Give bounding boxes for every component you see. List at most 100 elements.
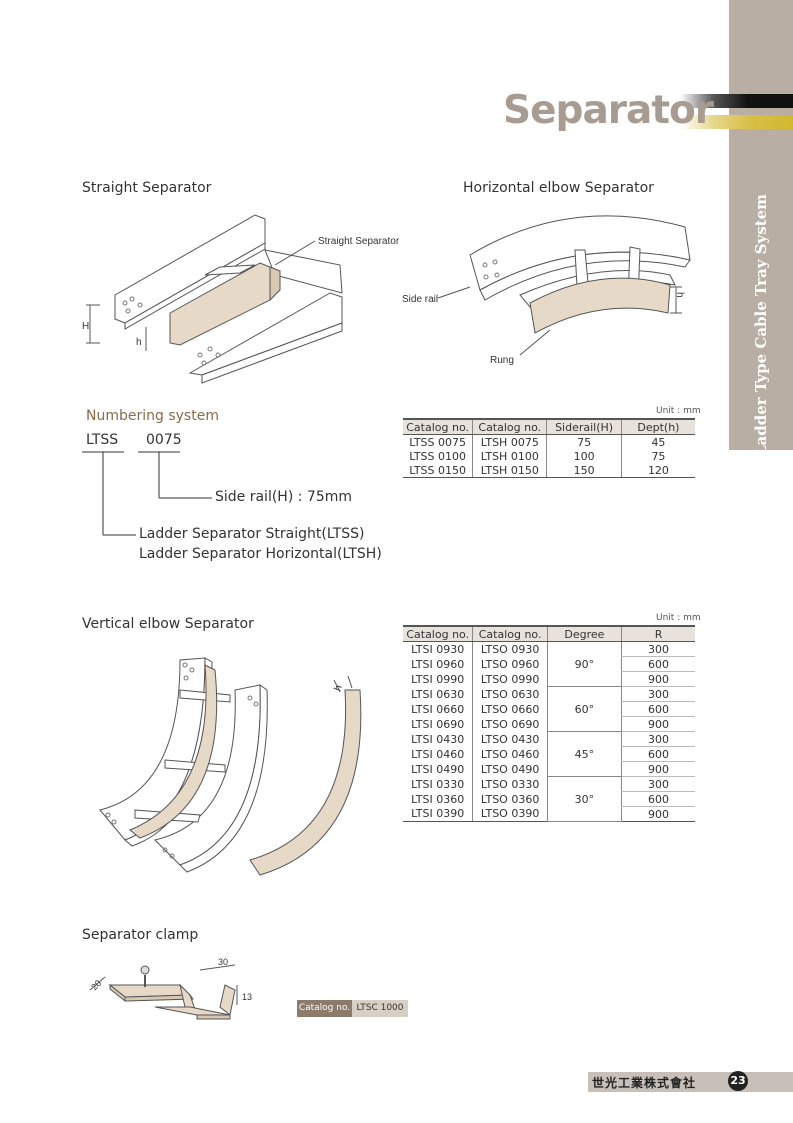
table-cell: 45: [620, 434, 695, 449]
vertical-elbow-drawing: h: [99, 657, 362, 876]
header-bar-black: [680, 94, 793, 108]
section-title-straight: Straight Separator: [82, 180, 212, 196]
table-row: LTSI 0960 LTSO 0960 600: [403, 656, 695, 672]
page-number: 23: [728, 1071, 748, 1091]
table-row: LTSI 0990 LTSO 0990 900: [403, 671, 695, 687]
clamp-catalog-value: LTSC 1000: [352, 1000, 408, 1017]
straight-separator-callout: Straight Separator: [318, 236, 400, 247]
table-row: LTSI 0660 LTSO 0660 600: [403, 701, 695, 717]
section-title-horizontal: Horizontal elbow Separator: [463, 180, 654, 196]
table-cell: LTSI 0430: [411, 732, 465, 746]
dim-h-vertical: h: [332, 684, 344, 693]
table-cell: 150: [546, 463, 622, 478]
table-cell: LTSO 0330: [472, 776, 548, 792]
table-cell: LTSI 0360: [411, 792, 465, 806]
table-cell: LTSO 0430: [472, 731, 548, 747]
side-band: [729, 0, 793, 450]
table-cell: 900: [621, 671, 695, 687]
clamp-catalog-box: Catalog no. LTSC 1000: [297, 1000, 408, 1017]
numbering-line2: Ladder Separator Horizontal(LTSH): [139, 546, 382, 562]
numbering-side-rail: Side rail(H) : 75mm: [215, 489, 352, 505]
table-cell: LTSI 0990: [411, 672, 465, 686]
numbering-line1: Ladder Separator Straight(LTSS): [139, 526, 365, 542]
table2: Catalog no. Catalog no. Degree R LTSI 09…: [403, 625, 695, 822]
section-title-clamp: Separator clamp: [82, 927, 199, 943]
table2-unit: Unit : mm: [656, 613, 701, 623]
table-cell: LTSI 0490: [411, 762, 465, 776]
table-cell: 600: [621, 701, 695, 717]
table-cell: LTSI 0460: [411, 747, 465, 761]
table-cell: 600: [621, 746, 695, 762]
table-cell: LTSS 0075: [409, 435, 466, 449]
table1-unit: Unit : mm: [656, 406, 701, 416]
table-cell: LTSI 0660: [411, 702, 465, 716]
section-title-vertical: Vertical elbow Separator: [82, 616, 254, 632]
degree-cell: 45°: [546, 731, 622, 777]
table-cell: 900: [621, 806, 695, 822]
table-cell: LTSI 0330: [411, 777, 465, 791]
footer-company: 世光工業株式會社: [592, 1076, 697, 1090]
numbering-connector-lines: [82, 451, 212, 536]
table-row: LTSI 0490 LTSO 0490 900: [403, 761, 695, 777]
table-cell: 75: [546, 434, 622, 449]
table2-header: Catalog no.: [472, 625, 548, 642]
table-cell: LTSO 0990: [472, 671, 548, 687]
table-cell: LTSO 0460: [472, 746, 548, 762]
table1-header: Catalog no.: [472, 418, 547, 435]
straight-separator-drawing: H h Straight Separator: [82, 214, 400, 384]
table-cell: LTSO 0960: [472, 656, 548, 672]
degree-cell: 90°: [546, 641, 622, 687]
table-cell: 600: [621, 656, 695, 672]
bolt-icon: [140, 965, 150, 975]
table2-header: R: [621, 625, 695, 642]
code-number: 0075: [146, 432, 182, 448]
table-cell: LTSH 0150: [472, 463, 547, 478]
table1-header: Siderail(H): [546, 418, 622, 435]
table-cell: LTSS 0150: [403, 463, 473, 478]
table-cell: LTSO 0390: [472, 806, 548, 822]
table-row: LTSI 0690 LTSO 0690 900: [403, 716, 695, 732]
table-cell: 900: [621, 761, 695, 777]
header-bar-yellow: [680, 115, 793, 129]
table-cell: LTSS 0100: [409, 449, 466, 463]
table-cell: LTSI 0690: [411, 717, 465, 731]
table-cell: LTSO 0360: [472, 791, 548, 807]
clamp-drawing: 30 20 13: [89, 957, 252, 1020]
table-cell: LTSO 0930: [472, 641, 548, 657]
table1-header: Dept(h): [620, 418, 695, 435]
table-cell: 120: [620, 463, 695, 478]
degree-cell: 30°: [546, 776, 622, 822]
table-cell: 300: [621, 641, 695, 657]
table-cell: LTSI 0390: [403, 806, 473, 822]
table-cell: 600: [621, 791, 695, 807]
table-cell: LTSO 0690: [472, 716, 548, 732]
table-cell: LTSI 0630: [411, 687, 465, 701]
dim-H: H: [82, 321, 89, 332]
dim-h: h: [136, 337, 142, 348]
horizontal-elbow-drawing: h Side rail Rung: [402, 215, 691, 366]
table1: Catalog no. Catalog no. Siderail(H) Dept…: [403, 418, 695, 478]
table-cell: LTSI 0960: [411, 657, 465, 671]
table-cell: LTSO 0660: [472, 701, 548, 717]
side-rail-callout: Side rail: [402, 294, 438, 305]
rung-callout: Rung: [490, 355, 514, 366]
table-row: LTSI 0460 LTSO 0460 600: [403, 746, 695, 762]
table-cell: 900: [621, 716, 695, 732]
table-cell: LTSH 0100: [472, 449, 547, 463]
clamp-dim-30: 30: [218, 957, 228, 967]
side-label: Ladder Type Cable Tray System: [729, 194, 793, 456]
table2-header: Catalog no.: [403, 625, 473, 642]
table-cell: 100: [546, 449, 622, 463]
table-cell: 75: [620, 449, 695, 463]
table1-header: Catalog no.: [403, 418, 473, 435]
table-cell: 300: [621, 686, 695, 702]
table-cell: LTSO 0490: [472, 761, 548, 777]
table-row: LTSI 0360 LTSO 0360 600: [403, 791, 695, 807]
